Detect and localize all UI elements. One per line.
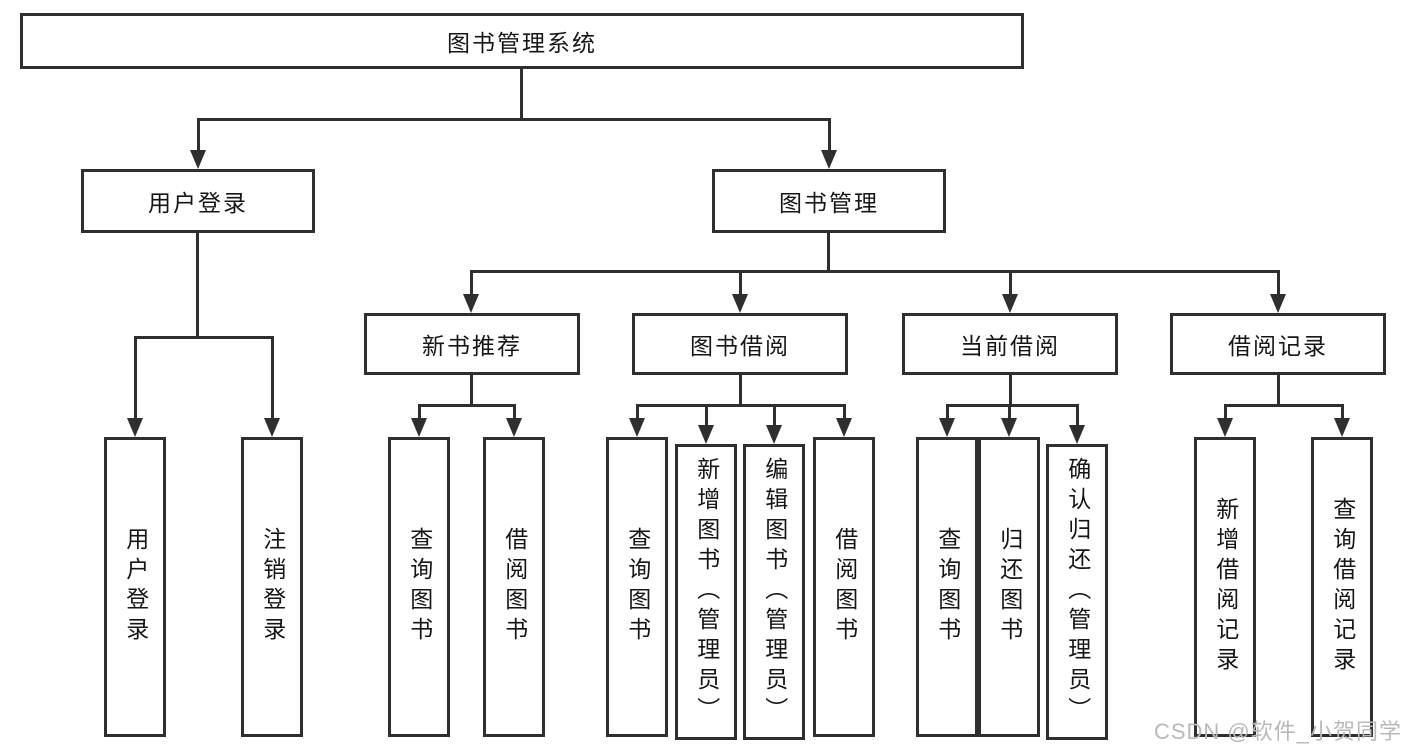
node-new-book-recommend: 新书推荐 xyxy=(364,313,580,375)
leaf-query-book-3-label: 查询图书 xyxy=(934,527,961,647)
arrow-to-query-borrow-record xyxy=(1334,406,1350,437)
leaf-borrow-book-2: 借阅图书 xyxy=(813,437,875,737)
arrow-to-confirm-return-admin xyxy=(1069,406,1085,444)
leaf-borrow-book-1: 借阅图书 xyxy=(483,437,545,737)
leaf-borrow-book-2-label: 借阅图书 xyxy=(831,527,858,647)
arrow-to-new-book-recommend xyxy=(463,273,479,313)
node-root: 图书管理系统 xyxy=(20,13,1024,69)
node-user-login-label: 用户登录 xyxy=(148,190,248,216)
arrow-to-borrow-book-1 xyxy=(506,406,522,437)
leaf-logout-label: 注销登录 xyxy=(259,527,286,647)
connector-level2-rail xyxy=(197,118,831,121)
arrow-to-user-login xyxy=(190,119,206,169)
connector-borrow-records-stem xyxy=(1277,375,1280,406)
arrow-to-book-borrow xyxy=(732,273,748,313)
csdn-watermark: CSDN @软件_小贺同学 xyxy=(1153,719,1402,744)
arrow-to-book-management xyxy=(821,119,837,169)
leaf-edit-book-admin: 编辑图书（管理员） xyxy=(743,444,805,740)
leaf-query-book-3: 查询图书 xyxy=(916,437,978,737)
node-borrow-records: 借阅记录 xyxy=(1170,313,1386,375)
node-current-borrow: 当前借阅 xyxy=(902,313,1118,375)
node-new-book-recommend-label: 新书推荐 xyxy=(422,333,522,359)
node-book-management-label: 图书管理 xyxy=(779,190,879,216)
connector-user-login-rail xyxy=(134,336,274,339)
connector-user-login-stem xyxy=(196,233,199,337)
leaf-query-book-1-label: 查询图书 xyxy=(406,527,433,647)
leaf-add-book-admin: 新增图书（管理员） xyxy=(675,444,737,740)
leaf-confirm-return-admin: 确认归还（管理员） xyxy=(1046,444,1108,740)
connector-level3-rail xyxy=(470,270,1280,273)
connector-book-borrow-rail xyxy=(636,404,846,407)
leaf-logout: 注销登录 xyxy=(241,437,303,737)
leaf-user-login: 用户登录 xyxy=(104,437,166,737)
leaf-add-borrow-record-label: 新增借阅记录 xyxy=(1212,497,1239,677)
node-book-borrow-label: 图书借阅 xyxy=(690,333,790,359)
arrow-to-add-borrow-record xyxy=(1217,406,1233,437)
leaf-query-book-2: 查询图书 xyxy=(606,437,668,737)
node-root-label: 图书管理系统 xyxy=(447,30,597,56)
arrow-to-current-borrow xyxy=(1002,273,1018,313)
node-book-borrow: 图书借阅 xyxy=(632,313,848,375)
node-user-login: 用户登录 xyxy=(81,169,315,233)
connector-book-management-stem xyxy=(827,233,830,272)
connector-book-borrow-stem xyxy=(739,375,742,406)
arrow-to-edit-book-admin xyxy=(766,406,782,444)
leaf-query-book-1: 查询图书 xyxy=(388,437,450,737)
leaf-return-book-label: 归还图书 xyxy=(996,527,1023,647)
connector-new-book-recommend-stem xyxy=(470,375,473,406)
arrow-to-add-book-admin xyxy=(698,406,714,444)
arrow-to-query-book-3 xyxy=(939,406,955,437)
arrow-to-query-book-2 xyxy=(629,406,645,437)
connector-borrow-records-rail xyxy=(1224,404,1344,407)
leaf-confirm-return-admin-label: 确认归还（管理员） xyxy=(1064,457,1091,727)
node-book-management: 图书管理 xyxy=(712,169,946,233)
leaf-edit-book-admin-label: 编辑图书（管理员） xyxy=(761,457,788,727)
leaf-add-book-admin-label: 新增图书（管理员） xyxy=(693,457,720,727)
leaf-query-book-2-label: 查询图书 xyxy=(624,527,651,647)
arrow-to-return-book xyxy=(1001,406,1017,437)
arrow-to-query-book-1 xyxy=(411,406,427,437)
connector-root-stem xyxy=(520,69,523,119)
node-borrow-records-label: 借阅记录 xyxy=(1228,333,1328,359)
leaf-return-book: 归还图书 xyxy=(978,437,1040,737)
leaf-borrow-book-1-label: 借阅图书 xyxy=(501,527,528,647)
leaf-user-login-label: 用户登录 xyxy=(122,527,149,647)
arrow-to-borrow-records xyxy=(1270,273,1286,313)
arrow-to-leaf-user-login xyxy=(127,338,143,437)
leaf-add-borrow-record: 新增借阅记录 xyxy=(1194,437,1256,737)
arrow-to-borrow-book-2 xyxy=(836,406,852,437)
leaf-query-borrow-record-label: 查询借阅记录 xyxy=(1329,497,1356,677)
arrow-to-leaf-logout xyxy=(264,338,280,437)
connector-current-borrow-stem xyxy=(1009,375,1012,406)
leaf-query-borrow-record: 查询借阅记录 xyxy=(1311,437,1373,737)
connector-new-book-recommend-rail xyxy=(418,404,516,407)
node-current-borrow-label: 当前借阅 xyxy=(960,333,1060,359)
